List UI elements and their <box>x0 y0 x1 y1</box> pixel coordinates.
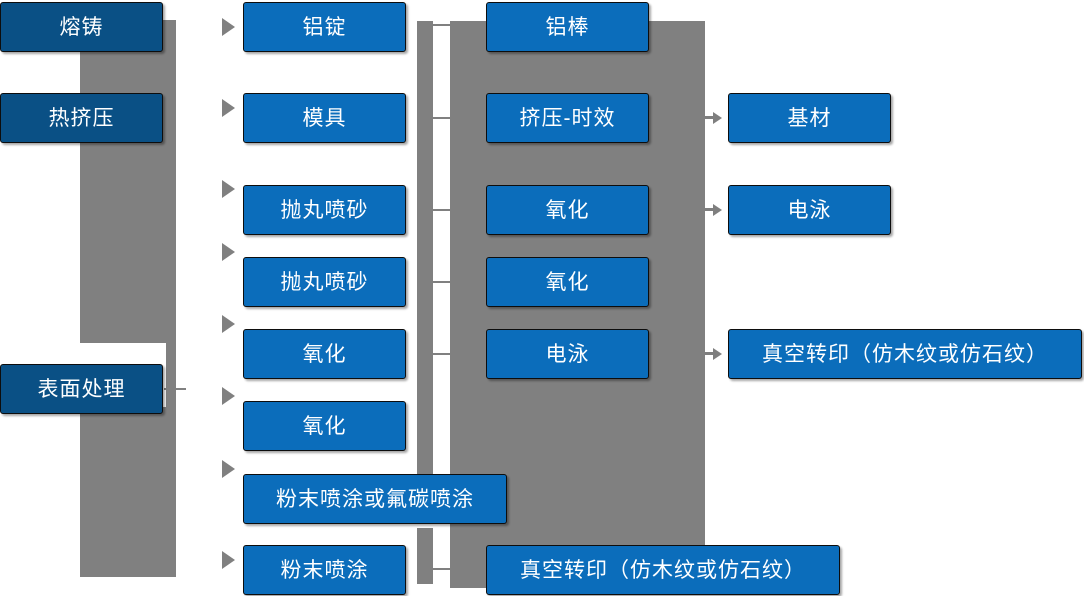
connector-stem-surface <box>164 388 186 390</box>
node-label: 真空转印（仿木纹或仿石纹） <box>762 342 1048 366</box>
node-shot-blasting-1[interactable]: 抛丸喷砂 <box>243 185 406 235</box>
tick-extrusion-aging <box>433 117 455 119</box>
arrow-to-vacuum-transfer-right <box>713 348 722 360</box>
node-vacuum-transfer-right[interactable]: 真空转印（仿木纹或仿石纹） <box>728 329 1082 379</box>
node-label: 熔铸 <box>59 15 104 39</box>
arrow-to-aluminum-ingot <box>222 18 235 36</box>
arrow-to-shot-blasting-2 <box>222 243 235 261</box>
node-label: 氧化 <box>302 342 347 366</box>
node-hot-extrusion[interactable]: 热挤压 <box>0 93 163 143</box>
arrow-to-powder-or-fluorocarbon <box>222 460 235 478</box>
arrow-to-electrophoresis-2 <box>713 204 722 216</box>
node-surface-treatment[interactable]: 表面处理 <box>0 364 163 414</box>
node-oxidation-2[interactable]: 氧化 <box>243 401 406 451</box>
tick-vacuum-transfer-bottom <box>433 568 455 570</box>
node-label: 模具 <box>302 106 347 130</box>
arrow-to-shot-blasting-1 <box>222 180 235 198</box>
node-powder-coating[interactable]: 粉末喷涂 <box>243 545 406 595</box>
node-vacuum-transfer-bottom[interactable]: 真空转印（仿木纹或仿石纹） <box>486 545 840 595</box>
arrow-to-powder-coating <box>222 551 235 569</box>
node-aluminum-ingot[interactable]: 铝锭 <box>243 2 406 52</box>
node-label: 电泳 <box>787 198 832 222</box>
connector-bar-middle-lower <box>417 528 433 584</box>
node-oxidation-4[interactable]: 氧化 <box>486 257 649 307</box>
arrow-to-oxidation-1 <box>222 315 235 333</box>
tick-oxidation-4 <box>433 281 455 283</box>
node-label: 热挤压 <box>48 106 115 130</box>
connector-bar-middle-upper <box>417 21 433 516</box>
tick-electrophoresis-1 <box>433 353 455 355</box>
node-label: 铝锭 <box>302 15 347 39</box>
arrow-stem-base-material <box>705 116 715 119</box>
node-aluminum-bar[interactable]: 铝棒 <box>486 2 649 52</box>
tick-oxidation-3 <box>433 209 455 211</box>
node-electrophoresis-2[interactable]: 电泳 <box>728 185 891 235</box>
arrow-stem-electrophoresis-2 <box>705 208 715 211</box>
node-label: 氧化 <box>302 414 347 438</box>
node-label: 氧化 <box>545 270 590 294</box>
node-label: 电泳 <box>545 342 590 366</box>
node-label: 挤压-时效 <box>519 106 616 130</box>
node-oxidation-3[interactable]: 氧化 <box>486 185 649 235</box>
arrow-to-oxidation-2 <box>222 387 235 405</box>
node-melt-cast[interactable]: 熔铸 <box>0 2 163 52</box>
node-base-material[interactable]: 基材 <box>728 93 891 143</box>
node-label: 抛丸喷砂 <box>280 270 369 294</box>
node-oxidation-1[interactable]: 氧化 <box>243 329 406 379</box>
node-shot-blasting-2[interactable]: 抛丸喷砂 <box>243 257 406 307</box>
node-label: 粉末喷涂或氟碳喷涂 <box>276 487 474 511</box>
node-powder-or-fluorocarbon[interactable]: 粉末喷涂或氟碳喷涂 <box>243 474 507 524</box>
node-label: 基材 <box>787 106 832 130</box>
node-electrophoresis-1[interactable]: 电泳 <box>486 329 649 379</box>
tick-aluminum-bar <box>433 24 455 26</box>
node-label: 表面处理 <box>37 377 126 401</box>
node-label: 真空转印（仿木纹或仿石纹） <box>520 558 806 582</box>
arrow-to-mould <box>222 99 235 117</box>
node-label: 抛丸喷砂 <box>280 198 369 222</box>
node-label: 氧化 <box>545 198 590 222</box>
arrow-stem-vacuum-transfer-right <box>705 352 715 355</box>
node-extrusion-aging[interactable]: 挤压-时效 <box>486 93 649 143</box>
node-label: 粉末喷涂 <box>280 558 369 582</box>
arrow-to-base-material <box>713 112 722 124</box>
node-label: 铝棒 <box>545 15 590 39</box>
node-mould[interactable]: 模具 <box>243 93 406 143</box>
